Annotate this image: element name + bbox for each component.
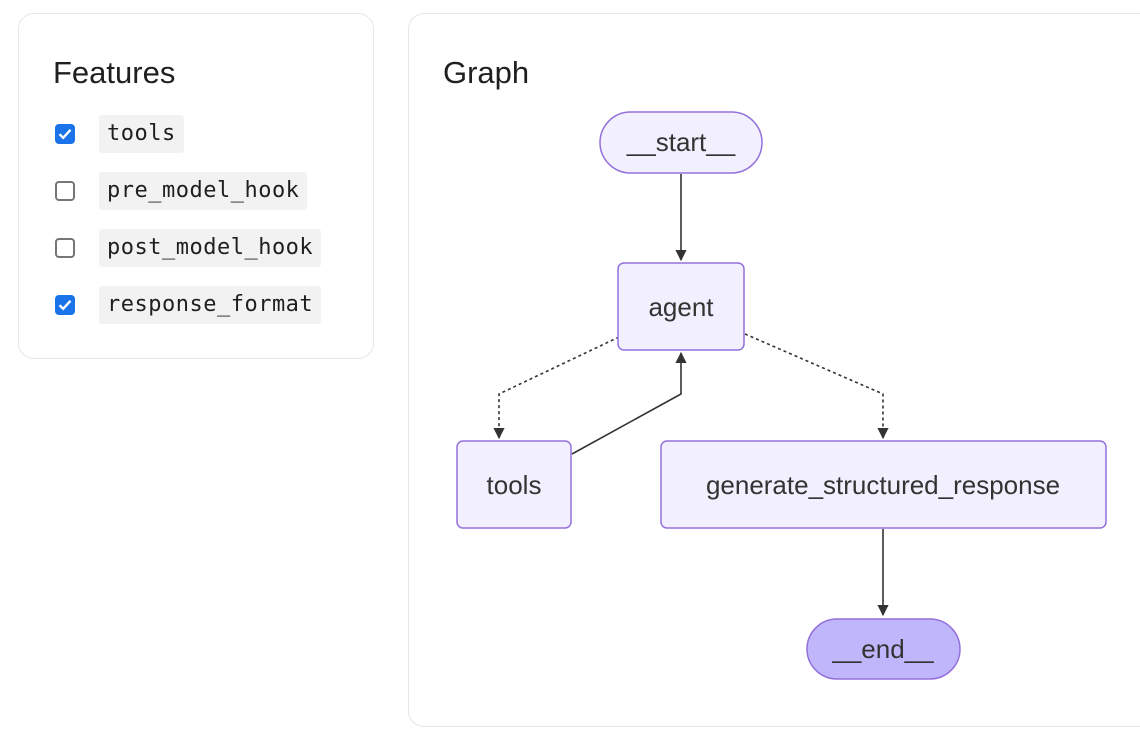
- check-icon: [58, 299, 72, 311]
- check-icon: [58, 128, 72, 140]
- node-generate-label: generate_structured_response: [706, 470, 1060, 500]
- graph-title: Graph: [443, 55, 530, 90]
- feature-list: tools pre_model_hook post_model_hook res…: [55, 114, 322, 342]
- graph-panel: Graph __start__ agent tools generate_st: [408, 13, 1140, 727]
- feature-item-pre-model-hook[interactable]: pre_model_hook: [55, 171, 321, 211]
- graph-diagram: __start__ agent tools generate_structure…: [456, 111, 1107, 680]
- edge-agent-generate: [744, 333, 889, 440]
- edge-tools-agent: [571, 351, 687, 455]
- feature-label: tools: [99, 115, 184, 153]
- node-agent[interactable]: agent: [617, 262, 745, 351]
- node-start-label: __start__: [626, 127, 736, 157]
- feature-label: pre_model_hook: [99, 172, 308, 210]
- feature-label: post_model_hook: [99, 229, 322, 267]
- node-end[interactable]: __end__: [806, 618, 961, 680]
- node-end-label: __end__: [831, 634, 934, 664]
- feature-item-response-format[interactable]: response_format: [55, 285, 322, 325]
- node-tools[interactable]: tools: [456, 440, 572, 529]
- edge-agent-tools: [493, 336, 620, 440]
- pre-model-hook-checkbox[interactable]: [55, 181, 75, 201]
- feature-item-post-model-hook[interactable]: post_model_hook: [55, 228, 322, 268]
- node-generate-structured-response[interactable]: generate_structured_response: [660, 440, 1107, 529]
- tools-checkbox[interactable]: [55, 124, 75, 144]
- node-agent-label: agent: [648, 292, 714, 322]
- node-start[interactable]: __start__: [599, 111, 763, 174]
- response-format-checkbox[interactable]: [55, 295, 75, 315]
- features-title: Features: [53, 55, 176, 90]
- post-model-hook-checkbox[interactable]: [55, 238, 75, 258]
- node-tools-label: tools: [487, 470, 542, 500]
- features-panel: Features tools pre_model_hook post_model…: [18, 13, 374, 359]
- feature-label: response_format: [99, 286, 322, 324]
- feature-item-tools[interactable]: tools: [55, 114, 321, 154]
